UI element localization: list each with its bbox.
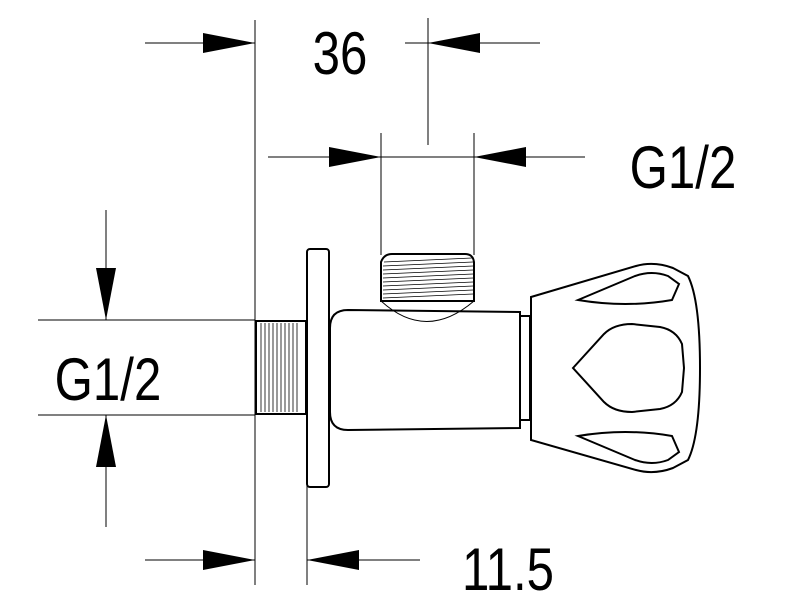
dimension-label-top-g12: G1/2 — [630, 133, 737, 201]
outlet-thread — [380, 253, 475, 302]
dimension-bottom-offset: 11.5 — [145, 535, 554, 603]
valve-handle — [530, 262, 702, 474]
dimension-label-left-g12: G1/2 — [55, 345, 162, 413]
valve-collar — [519, 315, 531, 421]
inlet-thread — [255, 320, 307, 415]
dimension-top-width: 36 — [145, 19, 540, 87]
dimension-label-36: 36 — [313, 19, 368, 87]
dimension-left-thread: G1/2 — [55, 210, 162, 527]
dimension-label-11-5: 11.5 — [462, 535, 554, 603]
outlet-saddle — [380, 300, 475, 322]
valve-body — [329, 308, 521, 432]
wall-flange — [306, 248, 330, 488]
extension-lines — [38, 18, 475, 585]
dimension-top-thread: G1/2 — [268, 133, 736, 201]
